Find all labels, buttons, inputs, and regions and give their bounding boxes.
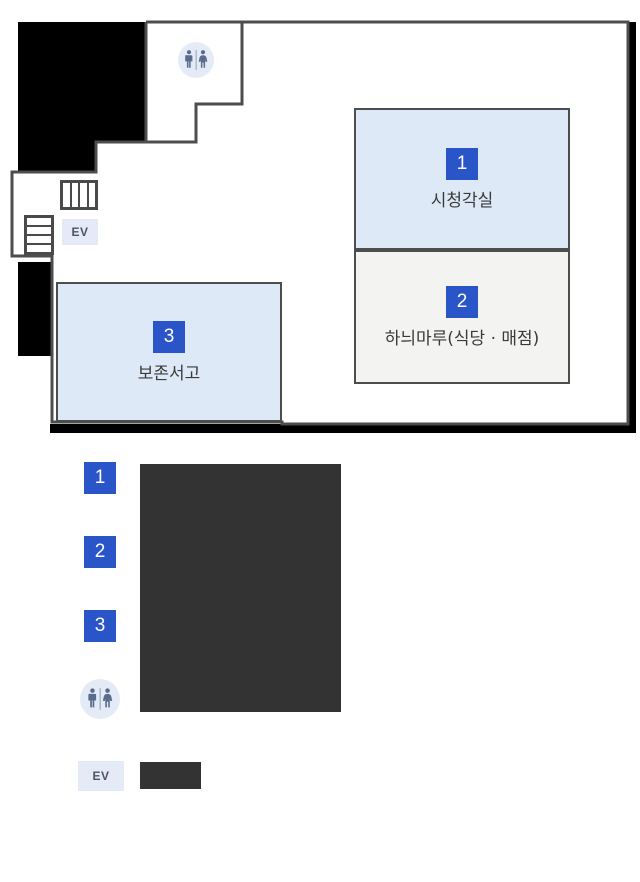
legend-item-2[interactable]: 2	[84, 536, 138, 568]
room-1-badge: 1	[446, 147, 478, 180]
restroom-icon	[178, 42, 214, 78]
legend-ev-label-redaction	[140, 762, 201, 789]
legend-restroom-icon	[80, 679, 120, 719]
legend-item-1[interactable]: 1	[84, 462, 138, 494]
legend-badge-2: 2	[84, 536, 116, 568]
black-mass-right-shadow	[628, 22, 636, 432]
room-2-badge: 2	[446, 285, 478, 318]
restroom-figures-icon	[185, 50, 208, 70]
room-3-label: 보존서고	[137, 363, 201, 384]
room-3[interactable]: 3 보존서고	[56, 282, 282, 422]
room-2-label: 하늬마루(식당 · 매점)	[384, 328, 540, 349]
legend-badge-3: 3	[84, 610, 116, 642]
legend-ev-chip: EV	[78, 761, 124, 791]
legend-item-3[interactable]: 3	[84, 610, 138, 642]
legend-badge-1: 1	[84, 462, 116, 494]
stairs-icon-horizontal-bars	[24, 215, 54, 255]
legend-item-elevator[interactable]: EV	[78, 761, 138, 791]
legend: 1 2 3 EV	[0, 440, 640, 882]
elevator-chip: EV	[62, 219, 98, 245]
room-1-label: 시청각실	[430, 190, 494, 211]
legend-labels-redaction	[140, 464, 341, 712]
stairs-icon-vertical-bars	[60, 180, 98, 210]
legend-item-restroom[interactable]	[80, 679, 138, 719]
room-3-badge: 3	[153, 320, 185, 353]
room-2[interactable]: 2 하늬마루(식당 · 매점)	[354, 250, 570, 384]
room-1[interactable]: 1 시청각실	[354, 108, 570, 250]
floor-plan-diagram: EV 1 시청각실 2 하늬마루(식당 · 매점) 3 보존서고	[0, 0, 640, 440]
black-mass-bottom-shadow	[50, 424, 636, 433]
black-mass-left-lower	[18, 262, 56, 356]
restroom-figures-icon	[88, 688, 113, 710]
